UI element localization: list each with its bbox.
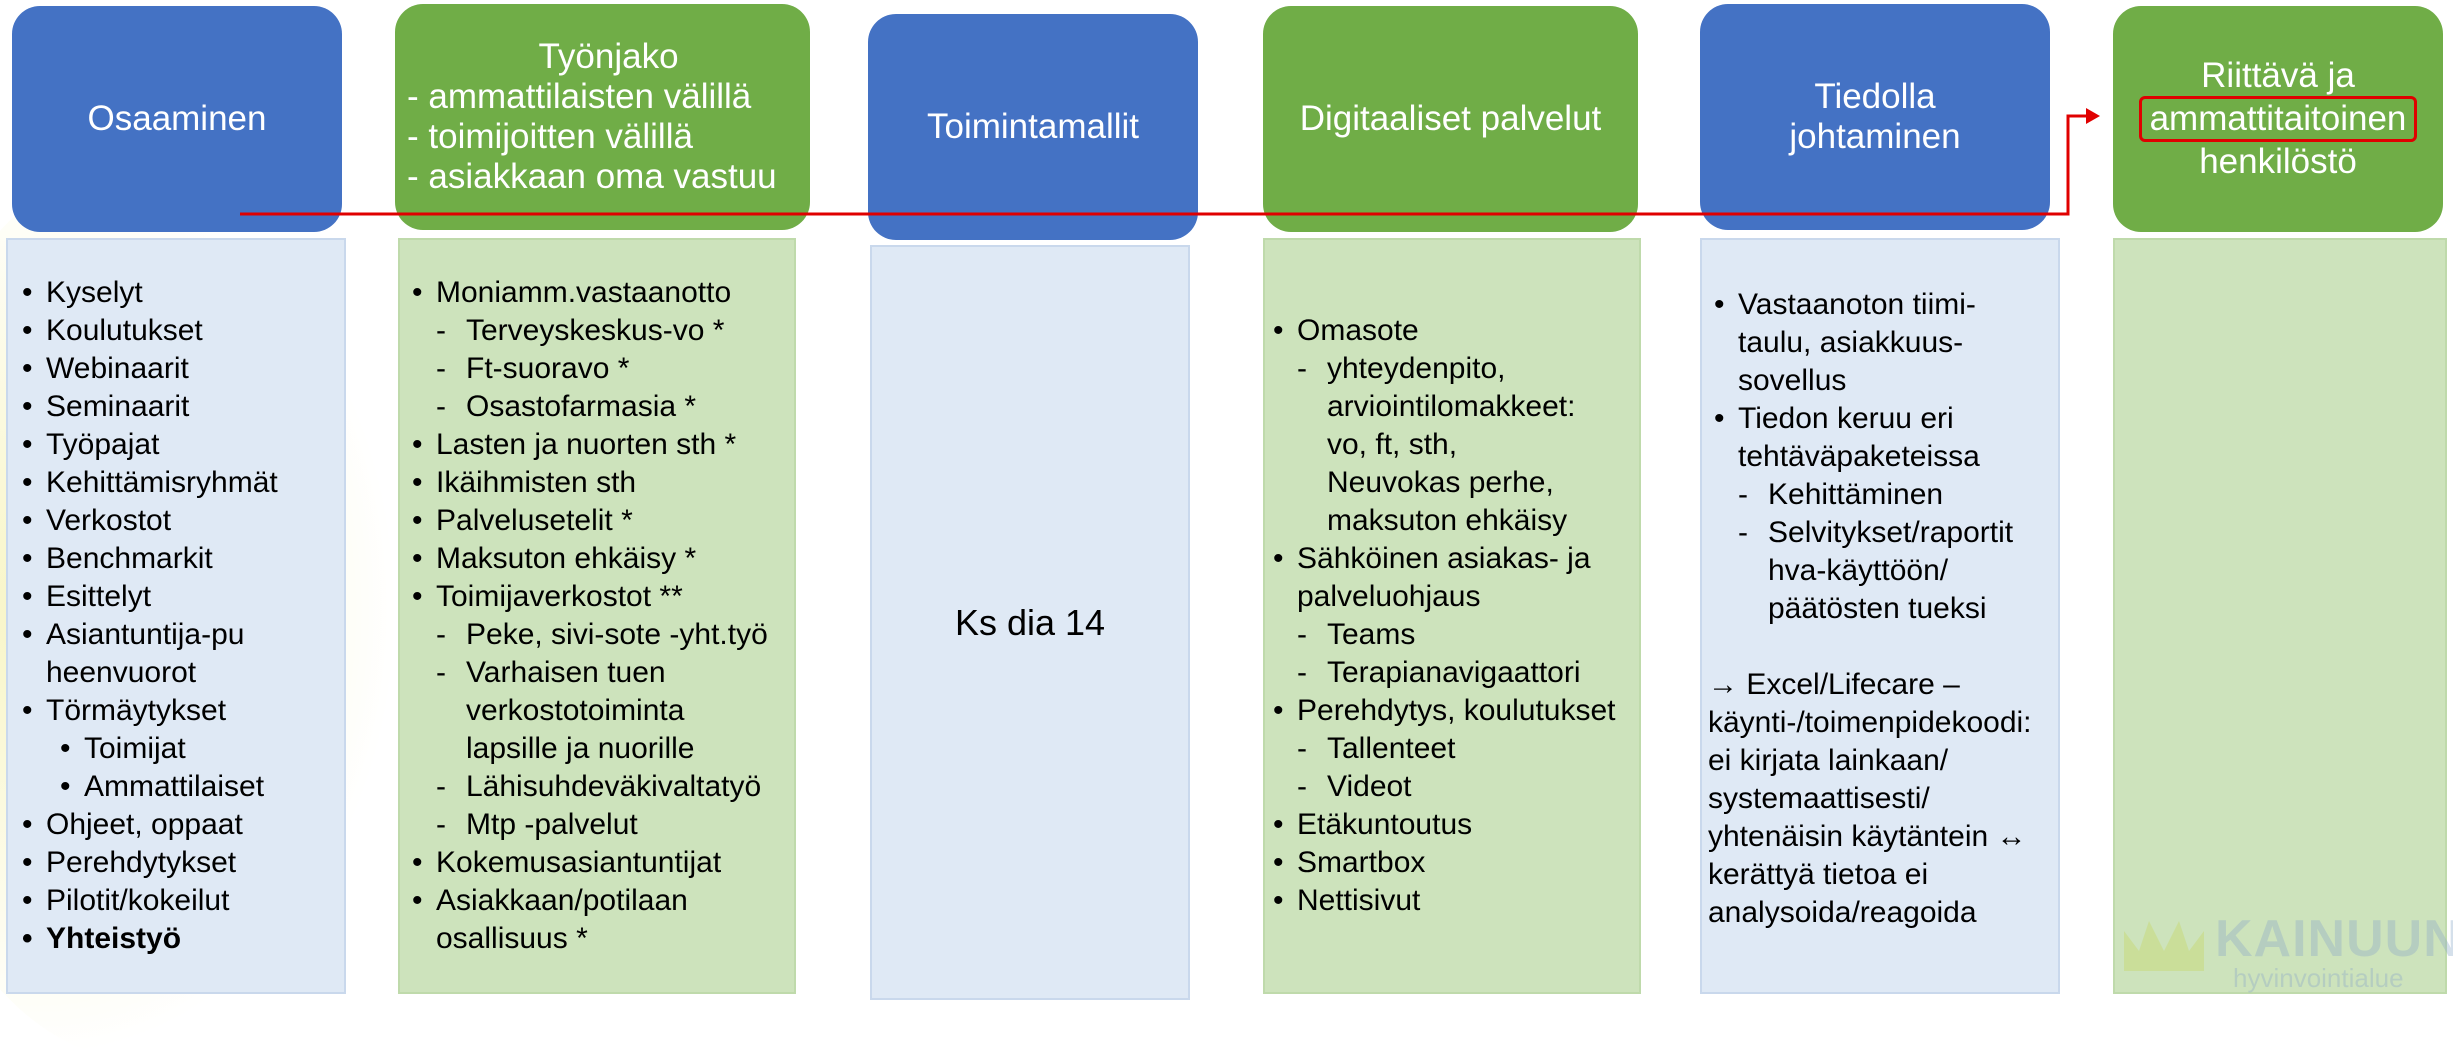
- list-item: Lasten ja nuorten sth *: [406, 426, 788, 464]
- connector-arrow: [240, 108, 2100, 216]
- list-item: Pilotit/kokeilut: [16, 882, 344, 920]
- sublist-item: yhteydenpito, arviointilomakkeet: vo, ft…: [1267, 350, 1587, 540]
- header-tyonjako: Työnjako - ammattilaisten välillä - toim…: [395, 4, 810, 230]
- list-item: Benchmarkit: [16, 540, 344, 578]
- sublist-item: Teams: [1267, 616, 1635, 654]
- list-item: Toimijat: [16, 730, 344, 768]
- header-digitaaliset: Digitaaliset palvelut: [1263, 6, 1638, 232]
- header-toimintamallit: Toimintamallit: [868, 14, 1198, 240]
- list-item: Perehdytys, koulutukset Tallenteet Video…: [1267, 692, 1635, 806]
- list-item-label: Toimijaverkostot **: [436, 580, 683, 613]
- header-tyonjako-title: Työnjako: [538, 37, 679, 76]
- list-item: Ikäihmisten sth: [406, 464, 788, 502]
- list-item: Verkostot: [16, 502, 344, 540]
- list-item: Palvelusetelit *: [406, 502, 788, 540]
- header-osaaminen: Osaaminen: [12, 6, 342, 232]
- header-riittava-highlight: ammattitaitoinen: [2138, 96, 2418, 142]
- logo-subtitle: hyvinvointialue: [2233, 963, 2404, 993]
- digitaaliset-list-2: Perehdytys, koulutukset Tallenteet Video…: [1267, 692, 1635, 920]
- list-item: Smartbox: [1267, 844, 1635, 882]
- tyonjako-list: Moniamm.vastaanotto Terveyskeskus-vo * F…: [406, 274, 788, 958]
- list-item-label: Tiedon keruu eri tehtäväpaketeissa: [1738, 402, 1980, 473]
- sublist: Tallenteet Videot: [1267, 730, 1635, 806]
- list-item-label: Omasote: [1297, 314, 1419, 347]
- panel-tyonjako: Moniamm.vastaanotto Terveyskeskus-vo * F…: [398, 238, 796, 994]
- sublist-item: Kehittäminen: [1708, 476, 2052, 514]
- header-tiedolla-line: Tiedolla: [1814, 77, 1936, 116]
- header-digitaaliset-title: Digitaaliset palvelut: [1299, 99, 1602, 138]
- sublist-item: Varhaisen tuen verkostotoiminta lapsille…: [406, 654, 736, 768]
- header-osaaminen-title: Osaaminen: [87, 99, 267, 138]
- panel-toimintamallit: Ks dia 14: [870, 245, 1190, 1000]
- osaaminen-sublist: Toimijat Ammattilaiset: [16, 730, 344, 806]
- panel-digitaaliset: Omasote yhteydenpito, arviointilomakkeet…: [1263, 238, 1641, 994]
- header-toimintamallit-title: Toimintamallit: [927, 107, 1139, 146]
- header-tyonjako-line: - ammattilaisten välillä: [407, 77, 752, 116]
- header-riittava-henkilosto: Riittävä ja ammattitaitoinen henkilöstö: [2113, 6, 2443, 232]
- sublist: Teams Terapianavigaattori: [1267, 616, 1635, 692]
- list-item: Kehittämisryhmät: [16, 464, 344, 502]
- panel-tiedolla-johtaminen: Vastaanoton tiimi-taulu, asiakkuus-sovel…: [1700, 238, 2060, 994]
- list-item: Asiantuntija-puheenvuorot: [16, 616, 246, 692]
- header-riittava-line: Riittävä ja: [2201, 56, 2355, 95]
- list-item: Ohjeet, oppaat: [16, 806, 344, 844]
- list-item: Vastaanoton tiimi-taulu, asiakkuus-sovel…: [1708, 286, 1998, 400]
- crown-icon: [2124, 921, 2204, 971]
- list-item: Perehdytykset: [16, 844, 344, 882]
- panel-riittava: [2113, 238, 2447, 994]
- list-item: Ammattilaiset: [16, 768, 344, 806]
- arrowhead-icon: [2086, 108, 2100, 124]
- list-item: Omasote yhteydenpito, arviointilomakkeet…: [1267, 312, 1635, 540]
- list-item: Koulutukset: [16, 312, 344, 350]
- sublist-item: Tallenteet: [1267, 730, 1635, 768]
- osaaminen-list-after: Ohjeet, oppaat Perehdytykset Pilotit/kok…: [16, 806, 344, 958]
- list-item: Työpajat: [16, 426, 344, 464]
- sublist-item: Terveyskeskus-vo *: [406, 312, 788, 350]
- sublist: Kehittäminen Selvitykset/raportit hva-kä…: [1708, 476, 2052, 628]
- list-item-label: Perehdytys, koulutukset: [1297, 694, 1616, 727]
- header-riittava-line: henkilöstö: [2199, 142, 2357, 181]
- list-item: Kokemusasiantuntijat: [406, 844, 788, 882]
- list-item: Nettisivut: [1267, 882, 1635, 920]
- list-item: Seminaarit: [16, 388, 344, 426]
- list-item: Moniamm.vastaanotto Terveyskeskus-vo * F…: [406, 274, 788, 426]
- digitaaliset-list: Omasote yhteydenpito, arviointilomakkeet…: [1267, 312, 1635, 616]
- list-item: Törmäytykset: [16, 692, 344, 730]
- list-item: Kyselyt: [16, 274, 344, 312]
- list-item: Asiakkaan/potilaan osallisuus *: [406, 882, 736, 958]
- sublist-item: Ft-suoravo *: [406, 350, 788, 388]
- list-item: Etäkuntoutus: [1267, 806, 1635, 844]
- list-item: Webinaarit: [16, 350, 344, 388]
- sublist-item: Osastofarmasia *: [406, 388, 788, 426]
- list-item: Esittelyt: [16, 578, 344, 616]
- sublist: yhteydenpito, arviointilomakkeet: vo, ft…: [1267, 350, 1635, 540]
- sublist-item: Mtp -palvelut: [406, 806, 788, 844]
- list-item: Maksuton ehkäisy *: [406, 540, 788, 578]
- osaaminen-list: Kyselyt Koulutukset Webinaarit Seminaari…: [16, 274, 344, 730]
- list-item: Tiedon keruu eri tehtäväpaketeissa Kehit…: [1708, 400, 2052, 628]
- list-item: Sähköinen asiakas- ja palveluohjaus: [1267, 540, 1617, 616]
- header-tyonjako-line: - asiakkaan oma vastuu: [407, 157, 777, 196]
- tiedolla-note: → Excel/Lifecare – käynti-/toimenpidekoo…: [1708, 668, 2032, 929]
- logo-name: KAINUUN: [2215, 910, 2453, 968]
- sublist-item: Videot: [1267, 768, 1635, 806]
- header-tiedolla-line: johtaminen: [1789, 117, 1961, 156]
- kainuun-logo: KAINUUN hyvinvointialue: [2105, 905, 2453, 995]
- connector-line: [240, 114, 2090, 216]
- sublist-item: Terapianavigaattori: [1267, 654, 1635, 692]
- toimintamallit-reference: Ks dia 14: [954, 601, 1106, 643]
- sublist-item: Lähisuhdeväkivaltatyö: [406, 768, 788, 806]
- sublist-item: Peke, sivi-sote -yht.työ: [406, 616, 788, 654]
- header-tiedolla-johtaminen: Tiedolla johtaminen: [1700, 4, 2050, 230]
- header-tyonjako-line: - toimijoitten välillä: [407, 117, 693, 156]
- tiedolla-list: Vastaanoton tiimi-taulu, asiakkuus-sovel…: [1708, 286, 2052, 628]
- panel-osaaminen: Kyselyt Koulutukset Webinaarit Seminaari…: [6, 238, 346, 994]
- sublist: Peke, sivi-sote -yht.työ Varhaisen tuen …: [406, 616, 788, 844]
- sublist: Terveyskeskus-vo * Ft-suoravo * Osastofa…: [406, 312, 788, 426]
- sublist-item: Selvitykset/raportit hva-käyttöön/ päätö…: [1708, 514, 2013, 628]
- list-item-label: Moniamm.vastaanotto: [436, 276, 732, 309]
- list-item: Toimijaverkostot ** Peke, sivi-sote -yht…: [406, 578, 788, 844]
- list-item: Yhteistyö: [16, 920, 344, 958]
